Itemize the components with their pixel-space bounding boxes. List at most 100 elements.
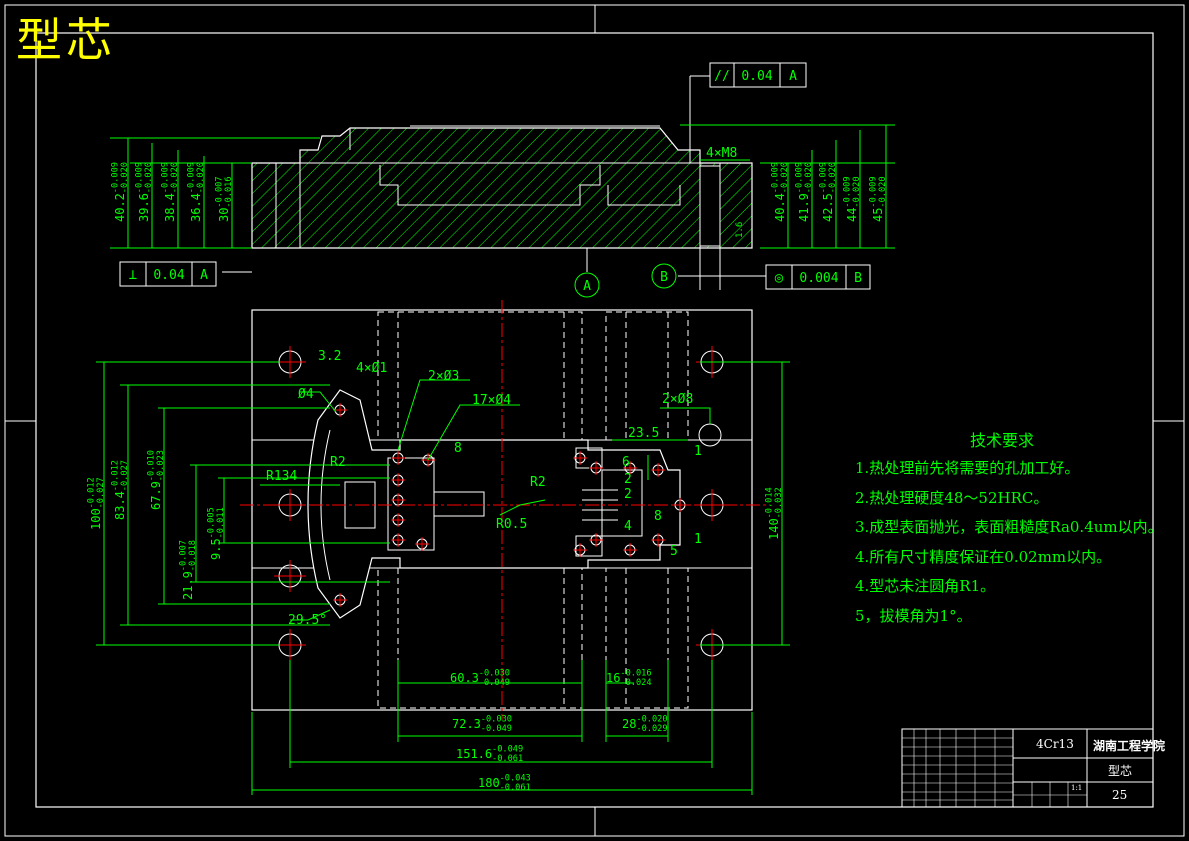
svg-text:41.9: 41.9 (797, 193, 811, 222)
svg-text:45: 45 (871, 208, 885, 222)
svg-text:-0.049: -0.049 (481, 724, 512, 734)
tech-req-item: 4.所有尺寸精度保证在0.02mm以内。 (855, 547, 1112, 566)
svg-text:-0.009: -0.009 (842, 176, 852, 207)
svg-text:-0.020: -0.020 (878, 176, 888, 207)
svg-text:67.9: 67.9 (149, 481, 163, 510)
section-dim-right: 44-0.009-0.020 (842, 176, 862, 222)
svg-text:-0.007: -0.007 (214, 176, 224, 207)
svg-text:-0.020: -0.020 (780, 162, 790, 193)
plan-callout: 1 (694, 532, 702, 547)
svg-text:-0.061: -0.061 (492, 754, 523, 764)
side-hole (698, 423, 722, 447)
datum-A-bubble (574, 272, 600, 298)
svg-text:-0.009: -0.009 (818, 162, 828, 193)
svg-text:21.9: 21.9 (181, 571, 195, 600)
svg-text:-0.016: -0.016 (620, 668, 651, 678)
svg-text:-0.024: -0.024 (620, 678, 651, 688)
tech-req-heading: 技术要求 (970, 431, 1035, 450)
plan-callout: 4 (624, 519, 632, 534)
plan-callout: 1 (694, 444, 702, 459)
plan-dim-bottom: 72.3-0.030-0.049 (452, 714, 512, 734)
plan-callout: R0.5 (496, 517, 527, 532)
drawing-title: 型芯 (16, 13, 116, 67)
title-block (901, 728, 1154, 808)
plan-dim-bottom: 60.3-0.030-0.049 (450, 668, 510, 688)
roughness-mark: 1.6 (735, 222, 745, 238)
svg-text:-0.020: -0.020 (196, 162, 206, 193)
plan-dim-left: 9.5-0.005-0.011 (206, 507, 226, 560)
svg-text:-0.009: -0.009 (110, 162, 120, 193)
plan-callout: R2 (530, 475, 546, 490)
svg-text:-0.009: -0.009 (134, 162, 144, 193)
svg-text:-0.029: -0.029 (636, 724, 667, 734)
plan-callout: 17×Ø4 (472, 393, 511, 408)
section-dim-right: 40.4-0.009-0.020 (770, 162, 790, 222)
svg-text:-0.049: -0.049 (492, 744, 523, 754)
tech-req-item: 3.成型表面抛光，表面粗糙度Ra0.4um以内。 (855, 518, 1163, 536)
svg-text:-0.010: -0.010 (146, 450, 156, 481)
svg-text:-0.011: -0.011 (216, 507, 226, 538)
plan-dim-left: 67.9-0.010-0.023 (146, 450, 166, 510)
section-dim-left: 39.6-0.009-0.020 (134, 162, 154, 222)
svg-text:60.3: 60.3 (450, 671, 479, 685)
plan-callout: R2 (330, 455, 346, 470)
svg-text:-0.007: -0.007 (178, 540, 188, 571)
svg-text:-0.012: -0.012 (86, 477, 96, 508)
plan-callout: 2 (624, 487, 632, 502)
plan-callout: 29.5° (288, 613, 327, 628)
svg-text:83.4: 83.4 (113, 491, 127, 520)
section-dim-right: 41.9-0.009-0.020 (794, 162, 814, 222)
plan-callout: 23.5 (628, 426, 659, 441)
svg-text:A: A (789, 69, 797, 84)
svg-text:-0.030: -0.030 (481, 714, 512, 724)
tb-part-name: 型芯 (1108, 764, 1133, 778)
svg-text:-0.027: -0.027 (120, 460, 130, 491)
svg-text:-0.016: -0.016 (224, 176, 234, 207)
svg-text:16: 16 (606, 671, 620, 685)
section-hatch (252, 128, 752, 248)
plan-dim-right: 140-0.014-0.032 (764, 487, 784, 540)
section-dim-right: 42.5-0.009-0.020 (818, 162, 838, 222)
datum-B-label: B (660, 270, 668, 285)
plan-dim-left: 100-0.012-0.027 (86, 477, 106, 530)
core-profile (307, 389, 681, 619)
svg-text:-0.012: -0.012 (110, 460, 120, 491)
svg-text:-0.020: -0.020 (636, 714, 667, 724)
plan-callout: 8 (654, 509, 662, 524)
plan-dim-left: 21.9-0.007-0.018 (178, 540, 198, 600)
plan-callout: 5 (670, 544, 678, 559)
svg-text:A: A (200, 268, 208, 283)
svg-text:-0.020: -0.020 (120, 162, 130, 193)
concentricity-frame: ◎ 0.004 B (765, 264, 871, 290)
svg-text:-0.014: -0.014 (764, 487, 774, 518)
svg-text:-0.020: -0.020 (828, 162, 838, 193)
tb-scale: 1:1 (1071, 784, 1083, 792)
plan-callout: 2 (624, 472, 632, 487)
plan-callout: 6 (622, 455, 630, 470)
svg-text:44: 44 (845, 208, 859, 222)
parallelism-frame: // 0.04 A (709, 62, 807, 88)
tb-school: 湖南工程学院 (1093, 739, 1166, 753)
plan-dim-bottom: 151.6-0.049-0.061 (456, 744, 523, 764)
tech-req-item: 2.热处理硬度48～52HRC。 (855, 488, 1049, 507)
plan-callout: Ø4 (298, 387, 314, 402)
section-dim-left: 36.4-0.009-0.020 (186, 162, 206, 222)
svg-text:151.6: 151.6 (456, 747, 492, 761)
section-dim-left: 40.2-0.009-0.020 (110, 162, 130, 222)
svg-text:-0.020: -0.020 (852, 176, 862, 207)
svg-text:30: 30 (217, 208, 231, 222)
svg-text:-0.049: -0.049 (479, 678, 510, 688)
tech-req-item: 4.型芯未注圆角R1。 (855, 577, 996, 595)
plan-dim-bottom: 28-0.020-0.029 (622, 714, 668, 734)
svg-text:-0.009: -0.009 (186, 162, 196, 193)
svg-text:40.4: 40.4 (773, 193, 787, 222)
svg-text:0.04: 0.04 (153, 268, 184, 283)
plan-callout: 4×Ø1 (356, 361, 387, 376)
svg-text:72.3: 72.3 (452, 717, 481, 731)
svg-text:180: 180 (478, 776, 500, 790)
svg-text:-0.005: -0.005 (206, 507, 216, 538)
section-dim-right: 45-0.009-0.020 (868, 176, 888, 222)
svg-text:-0.023: -0.023 (156, 450, 166, 481)
